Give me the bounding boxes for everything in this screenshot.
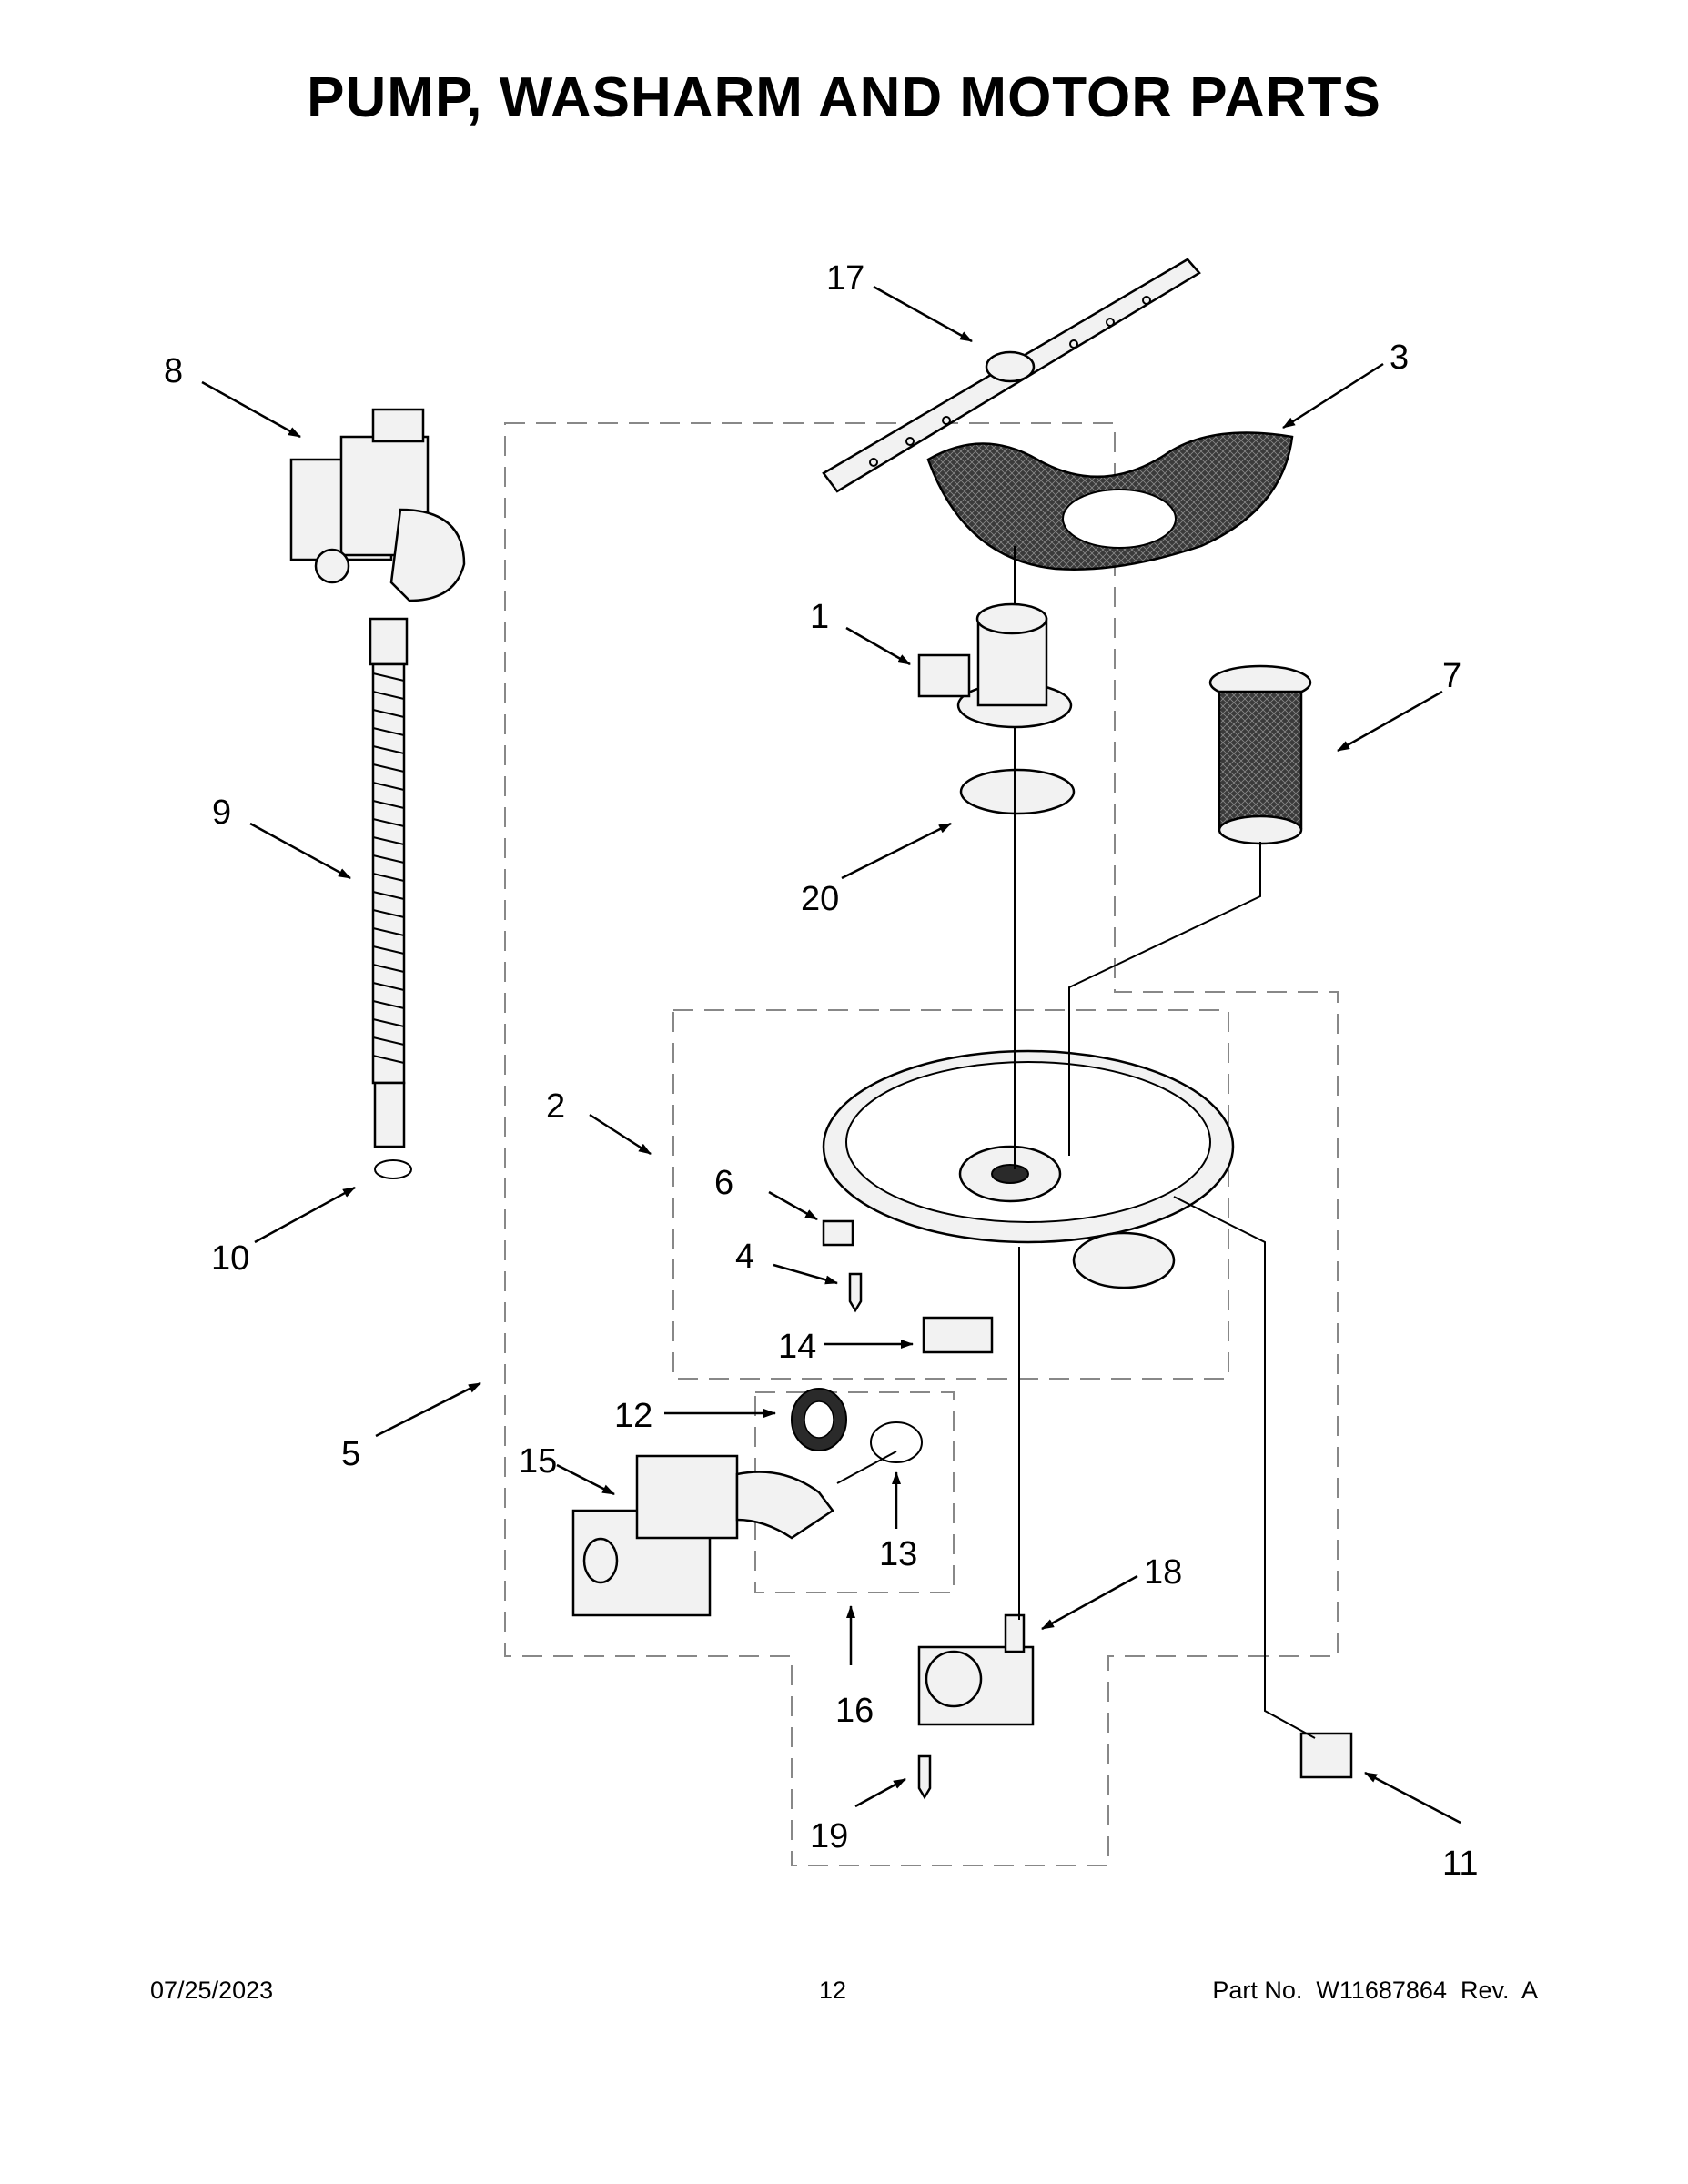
callout-label: 18 [1144,1553,1182,1592]
seal-disk-part [959,768,1076,815]
callout-label: 10 [211,1239,249,1278]
pump-housing-part [917,602,1073,729]
callout-label: 7 [1442,657,1461,695]
thermistor-part [1299,1732,1353,1779]
callout-label: 2 [546,1087,565,1126]
callout-label: 20 [801,880,839,918]
assembly-boundary-5 [504,422,1339,1866]
sensor-part [822,1219,854,1247]
diverter-motor-part [917,1613,1035,1726]
motor-part [289,408,466,602]
callout-label: 16 [835,1692,874,1730]
screw-part [848,1272,863,1313]
footer-part-number: Part No. W11687864 Rev. A [1212,1977,1538,2004]
callout-label: 4 [735,1238,754,1276]
callout-label: 8 [164,352,183,390]
callout-label: 9 [212,794,231,832]
page-title: PUMP, WASHARM AND MOTOR PARTS [307,66,1381,129]
callout-label: 11 [1442,1845,1478,1883]
callout-label: 15 [519,1442,557,1481]
drain-hose-part [369,617,409,1148]
footer-date: 07/25/2023 [150,1977,274,2004]
diverter-screw-part [917,1754,932,1800]
filter-cylinder-part [1208,664,1312,845]
assembly-boundary-16 [754,1391,955,1593]
callout-label: 5 [341,1435,360,1473]
clamp-part [870,1421,923,1463]
callout-label: 19 [810,1817,848,1855]
callout-label: 6 [714,1164,733,1202]
connector-part [922,1316,994,1354]
footer-page-number: 12 [819,1977,847,2004]
sump-part [822,1049,1235,1289]
fine-filter-part [926,431,1294,571]
wash-arm-part [822,258,1201,493]
hose-clamp-part [374,1159,412,1179]
callout-label: 13 [879,1535,917,1573]
callout-label: 17 [826,259,864,298]
callout-label: 3 [1390,339,1409,377]
callout-label: 12 [614,1397,652,1435]
callout-label: 14 [778,1328,816,1366]
circulation-pump-part [571,1454,834,1617]
callout-label: 1 [810,598,829,636]
